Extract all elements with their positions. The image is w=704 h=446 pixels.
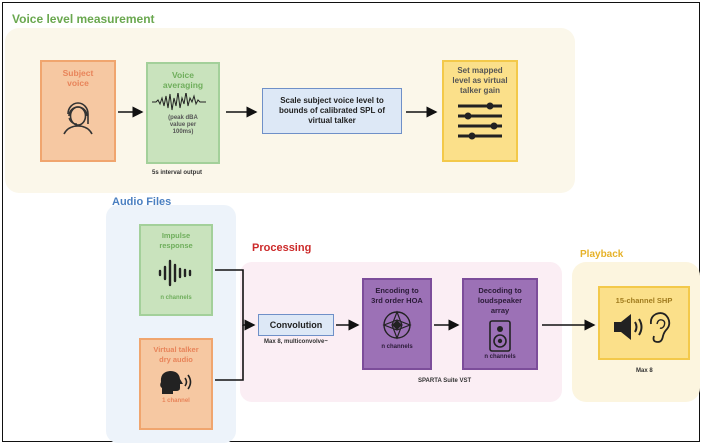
arrow-impulse-to-convolution [215,269,256,331]
processing-section-title: Processing [252,242,312,254]
waveform-icon [152,93,206,111]
encoding-channels: n channels [381,344,413,350]
convolution-label: Convolution [269,320,323,330]
sparta-caption: SPARTA Suite VST [418,378,472,384]
subject-voice-label: Subject voice [62,68,94,88]
voice-averaging-label: Voice averaging [162,70,204,90]
playback-node: 15-channel SHP [598,286,690,360]
voice-averaging-node: Voice averaging (peak dBA value per 100m… [146,62,220,164]
scale-voice-node: Scale subject voice level to bounds of c… [262,88,402,134]
set-gain-node: Set mapped level as virtual talker gain [442,60,518,162]
impulse-channels: n channels [160,295,192,301]
interval-output-caption: 5s interval output [152,170,203,176]
encoding-node: Encoding to 3rd order HOA n channels [362,278,432,370]
talker-audio-label: Virtual talker dry audio [153,345,199,364]
diagram-frame [2,2,700,442]
person-headset-icon [63,102,93,135]
voice-section-title: Voice level measurement [12,12,155,26]
speaker-ear-icon [614,312,671,343]
encoding-label: Encoding to 3rd order HOA [371,286,423,305]
speaking-head-icon [160,371,192,394]
impulse-response-node: Impulse response n channels [139,224,213,316]
impulse-response-label: Impulse response [159,231,193,250]
voice-averaging-note: (peak dBA value per 100ms) [168,115,198,135]
audio-section-title: Audio Files [112,196,172,208]
talker-channels: 1 channel [162,398,190,404]
talker-audio-node: Virtual talker dry audio 1 channel [139,338,213,430]
sliders-icon [458,102,502,140]
set-gain-label: Set mapped level as virtual talker gain [452,66,508,95]
decoding-node: Decoding to loudspeaker array n channels [462,278,538,370]
decoding-label: Decoding to loudspeaker array [477,286,523,315]
arrow-talker-to-convolution [215,325,244,381]
convolution-note: Max 8, multiconvolve~ [264,339,328,345]
soundwave-icon [158,259,192,287]
decoding-channels: n channels [484,354,516,360]
hoa-sphere-icon [382,310,412,340]
playback-section-title: Playback [580,249,624,260]
convolution-node: Convolution [258,314,334,336]
subject-voice-node: Subject voice [40,60,116,162]
playback-system-label: 15-channel SHP [615,296,673,305]
loudspeaker-icon [489,320,511,352]
playback-note: Max 8 [636,368,653,374]
scale-voice-label: Scale subject voice level to bounds of c… [278,96,386,125]
